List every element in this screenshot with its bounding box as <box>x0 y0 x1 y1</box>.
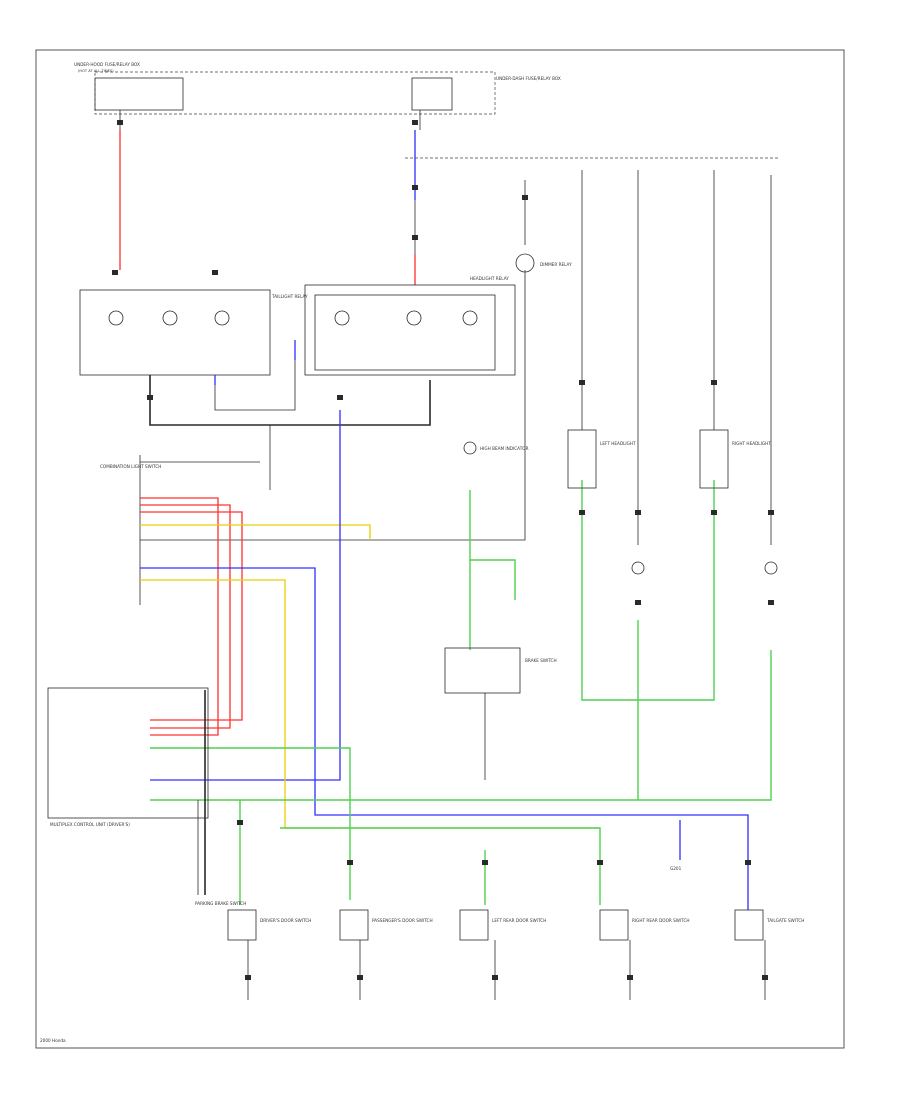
green-wire-hl <box>581 480 715 701</box>
red-wire-2 <box>140 504 231 729</box>
fuse-box-top-right: UNDER-DASH FUSE/RELAY BOX <box>411 76 561 130</box>
page-reference: 2000 Honda <box>40 1038 66 1043</box>
door-switch-right-rear: RIGHT REAR DOOR SWITCH <box>599 909 690 1000</box>
blue-wire-2 <box>140 567 749 910</box>
parking-brake-label: PARKING BRAKE SWITCH <box>195 901 246 906</box>
svg-text:RIGHT HEADLIGHT: RIGHT HEADLIGHT <box>732 441 771 446</box>
blue-wire-1 <box>150 410 341 781</box>
high-beam-indicator-bulb <box>463 441 477 455</box>
connector-markers <box>112 120 774 980</box>
tailgate-switch: TAILGATE SWITCH <box>734 909 804 1000</box>
ground-label: G201 <box>670 866 682 871</box>
svg-text:TAILGATE SWITCH: TAILGATE SWITCH <box>766 918 804 923</box>
headlight-relay-box: HEADLIGHT RELAY <box>304 276 516 376</box>
svg-text:TAILLIGHT RELAY: TAILLIGHT RELAY <box>271 294 308 299</box>
svg-text:DIMMER RELAY: DIMMER RELAY <box>540 262 572 267</box>
svg-text:COMBINATION LIGHT SWITCH: COMBINATION LIGHT SWITCH <box>100 464 161 469</box>
brake-switch: BRAKE SWITCH <box>444 647 557 780</box>
multiplex-unit: MULTIPLEX CONTROL UNIT (DRIVER'S) <box>47 687 209 827</box>
svg-text:UNDER-HOOD FUSE/RELAY BOX: UNDER-HOOD FUSE/RELAY BOX <box>74 62 140 67</box>
svg-text:(HOT AT ALL TIMES): (HOT AT ALL TIMES) <box>78 69 114 73</box>
svg-text:UNDER-DASH FUSE/RELAY BOX: UNDER-DASH FUSE/RELAY BOX <box>496 76 561 81</box>
door-switch-driver: DRIVER'S DOOR SWITCH <box>227 909 311 1000</box>
svg-text:PASSENGER'S DOOR SWITCH: PASSENGER'S DOOR SWITCH <box>372 918 433 923</box>
ground-bus-upper <box>149 375 431 426</box>
right-headlight: RIGHT HEADLIGHT <box>699 429 771 489</box>
svg-text:LEFT HEADLIGHT: LEFT HEADLIGHT <box>600 441 636 446</box>
yellow-wire-1 <box>140 524 371 540</box>
svg-text:HEADLIGHT RELAY: HEADLIGHT RELAY <box>470 276 509 281</box>
red-wire-3 <box>140 511 243 721</box>
svg-text:BRAKE SWITCH: BRAKE SWITCH <box>525 658 557 663</box>
left-headlight: LEFT HEADLIGHT <box>567 429 636 489</box>
diagram-frame <box>35 49 845 1049</box>
svg-text:MULTIPLEX CONTROL UNIT (DRIVER: MULTIPLEX CONTROL UNIT (DRIVER'S) <box>50 822 130 827</box>
svg-text:DRIVER'S DOOR SWITCH: DRIVER'S DOOR SWITCH <box>260 918 311 923</box>
taillight-relay-box: TAILLIGHT RELAY <box>79 289 308 376</box>
yellow-wire-2 <box>140 579 600 829</box>
door-switch-passenger: PASSENGER'S DOOR SWITCH <box>339 909 433 1000</box>
svg-text:HIGH BEAM INDICATOR: HIGH BEAM INDICATOR <box>480 446 529 451</box>
svg-text:RIGHT REAR DOOR SWITCH: RIGHT REAR DOOR SWITCH <box>632 918 690 923</box>
green-wire-bus <box>150 650 772 801</box>
green-wire-main <box>469 490 516 600</box>
red-wire-1 <box>140 497 219 736</box>
svg-text:LEFT REAR DOOR SWITCH: LEFT REAR DOOR SWITCH <box>492 918 546 923</box>
door-switch-left-rear: LEFT REAR DOOR SWITCH <box>459 909 546 1000</box>
fuse-box-top-left: UNDER-HOOD FUSE/RELAY BOX (HOT AT ALL TI… <box>74 62 496 130</box>
dimmer-relay: DIMMER RELAY <box>515 253 572 273</box>
combination-switch: COMBINATION LIGHT SWITCH <box>100 455 260 605</box>
